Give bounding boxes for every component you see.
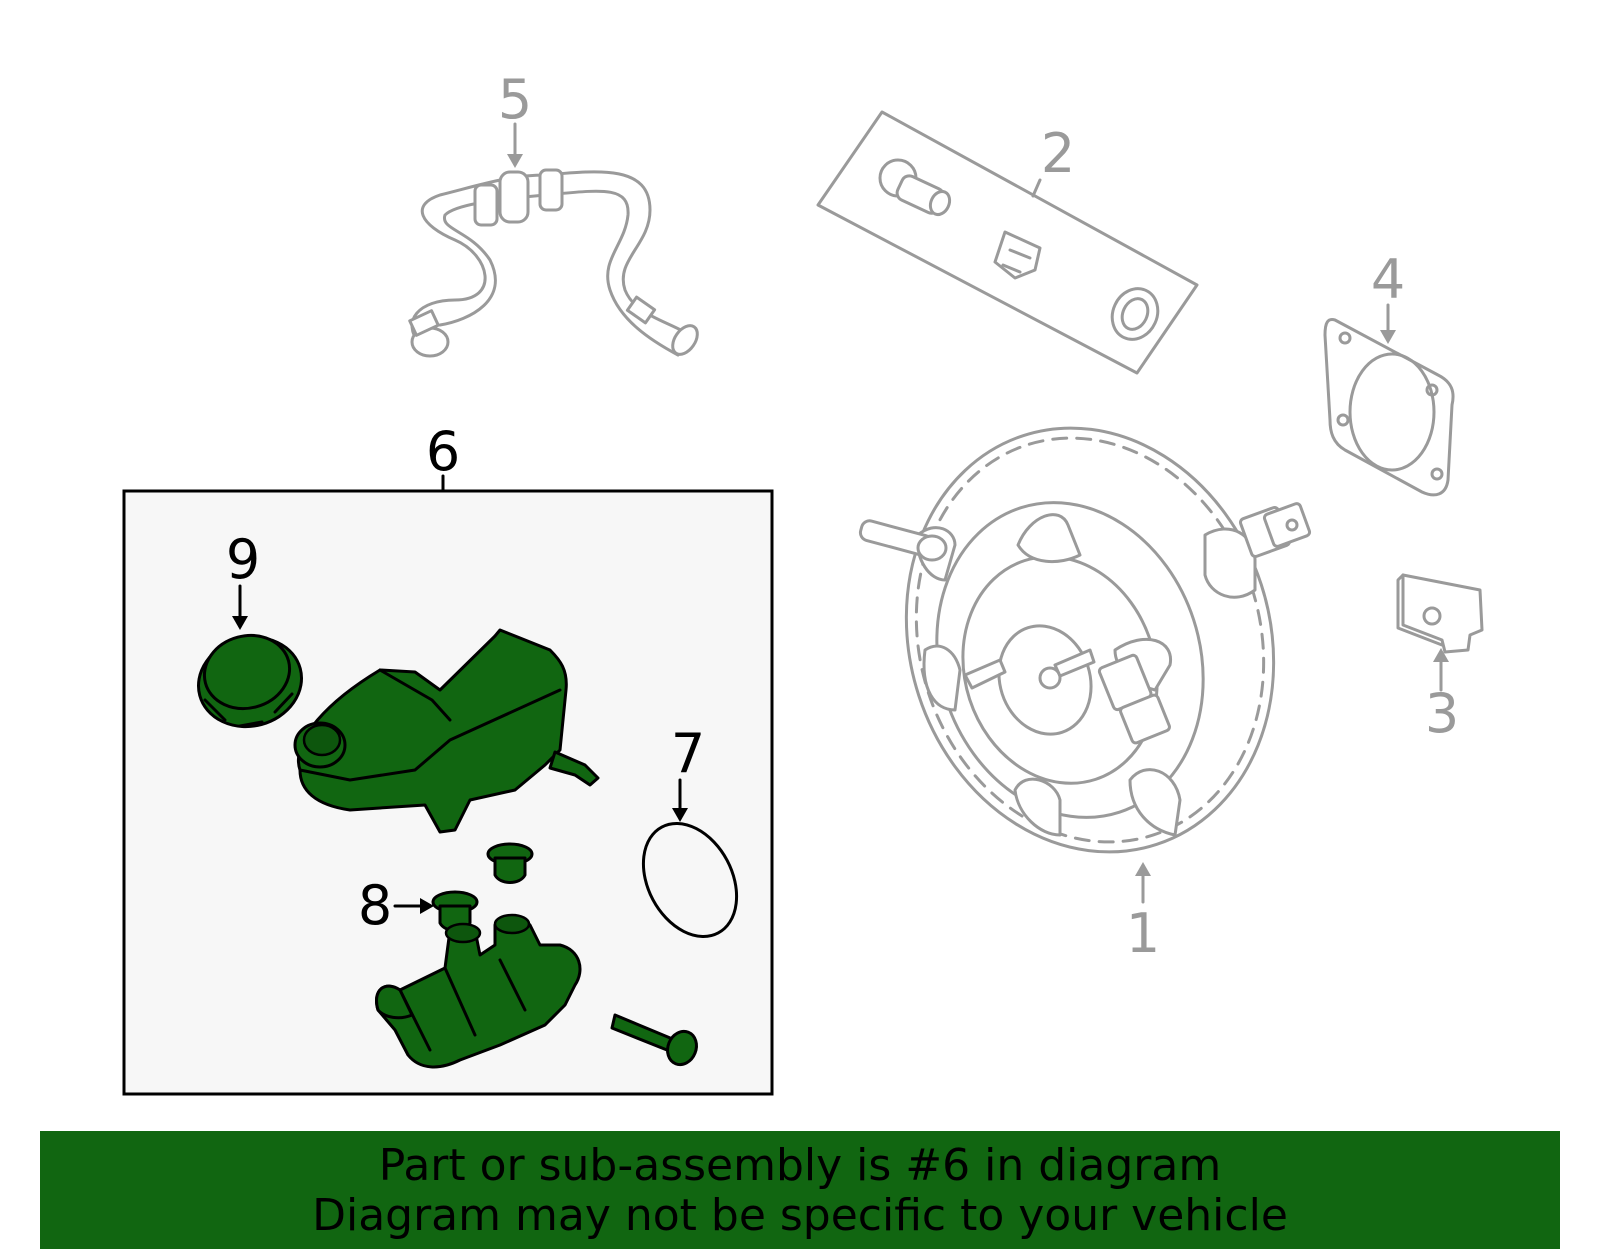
callout-1-number: 1 <box>1126 902 1160 965</box>
callout-7-number: 7 <box>671 722 705 785</box>
mounting-bolt[interactable] <box>610 1013 701 1069</box>
callout-1: 1 <box>1126 862 1160 965</box>
callout-7: 7 <box>671 722 705 822</box>
part-4-gasket[interactable] <box>1323 318 1455 497</box>
fluid-reservoir[interactable] <box>293 628 600 834</box>
callout-4: 4 <box>1371 248 1405 344</box>
part-6-master-cylinder-assembly[interactable]: 9 8 7 <box>122 489 774 1096</box>
banner-line-2: Diagram may not be specific to your vehi… <box>312 1190 1288 1241</box>
callout-8: 8 <box>358 874 434 937</box>
callout-2: 2 <box>1031 122 1075 198</box>
callout-9: 9 <box>226 528 260 630</box>
part-1-brake-booster[interactable] <box>852 380 1327 900</box>
part-2-hardware-kit[interactable] <box>816 110 1199 375</box>
callout-2-number: 2 <box>1041 122 1075 185</box>
part-5-vacuum-hose[interactable] <box>408 168 703 359</box>
callout-5-number: 5 <box>498 68 532 131</box>
callout-8-number: 8 <box>358 874 392 937</box>
callout-4-number: 4 <box>1371 248 1405 311</box>
part-9-reservoir-cap[interactable] <box>188 626 311 738</box>
part-7-o-ring[interactable] <box>625 807 756 952</box>
banner-line-1: Part or sub-assembly is #6 in diagram <box>378 1140 1222 1191</box>
callout-6: 6 <box>426 420 460 494</box>
info-banner: Part or sub-assembly is #6 in diagram Di… <box>40 1131 1560 1249</box>
part-3-bracket[interactable] <box>1396 573 1484 654</box>
master-cylinder-body[interactable] <box>375 913 582 1069</box>
callout-9-number: 9 <box>226 528 260 591</box>
callout-6-number: 6 <box>426 420 460 483</box>
callout-5: 5 <box>498 68 532 168</box>
callout-3-number: 3 <box>1425 682 1459 745</box>
callout-3: 3 <box>1425 648 1459 745</box>
